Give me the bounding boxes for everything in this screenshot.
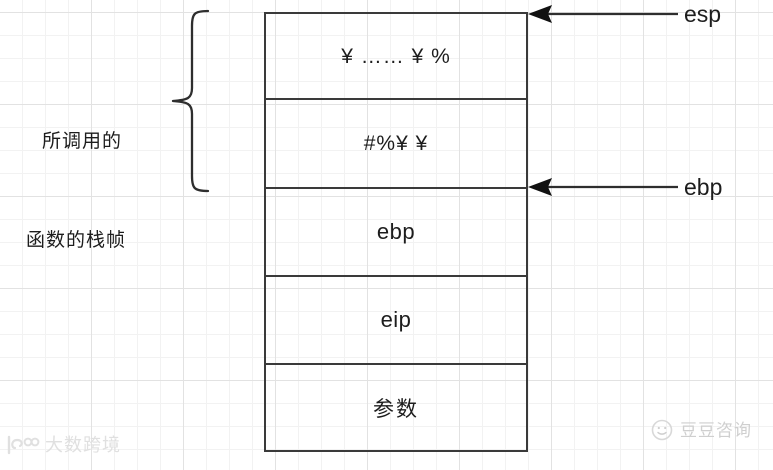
stack-frame-caption: 所调用的 函数的栈帧 [26,58,166,324]
stack-cell-label: 参数 [373,398,419,421]
left-curly-brace [170,8,212,194]
stack-cell-eip: eip [266,277,526,365]
watermark-left-text: 大数跨境 [45,435,121,455]
stack-cell-garbled-top: ¥ …… ¥ % [266,14,526,100]
stack-cell-label: eip [380,307,412,332]
stack-cell-ebp: ebp [266,189,526,277]
stack-cell-label: #%¥ ¥ [363,132,429,155]
left-curly-brace-icon [171,9,210,193]
stack-cell-label: ebp [376,219,416,244]
pointer-ebp-label: ebp [684,173,723,200]
pointer-ebp: ebp [526,174,722,200]
left-arrow-icon [528,178,678,196]
wechat-avatar-icon [651,419,673,441]
watermark-right-text: 豆豆咨询 [680,420,752,440]
caption-line-2: 函数的栈帧 [26,230,127,252]
watermark-right: 豆豆咨询 [650,418,752,442]
pointer-esp: esp [526,1,721,27]
stack-cell-garbled-second: #%¥ ¥ [266,100,526,189]
pointer-esp-label: esp [684,0,722,27]
caption-line-1: 所调用的 [42,130,123,152]
brand-logo-icon [7,435,40,455]
stack-cell-label: ¥ …… ¥ % [341,44,451,68]
stack-cell-args: 参数 [266,365,526,454]
stack-box: ¥ …… ¥ % #%¥ ¥ ebp eip 参数 [264,12,528,452]
left-arrow-icon [528,5,678,23]
watermark-left: 大数跨境 [6,434,121,456]
